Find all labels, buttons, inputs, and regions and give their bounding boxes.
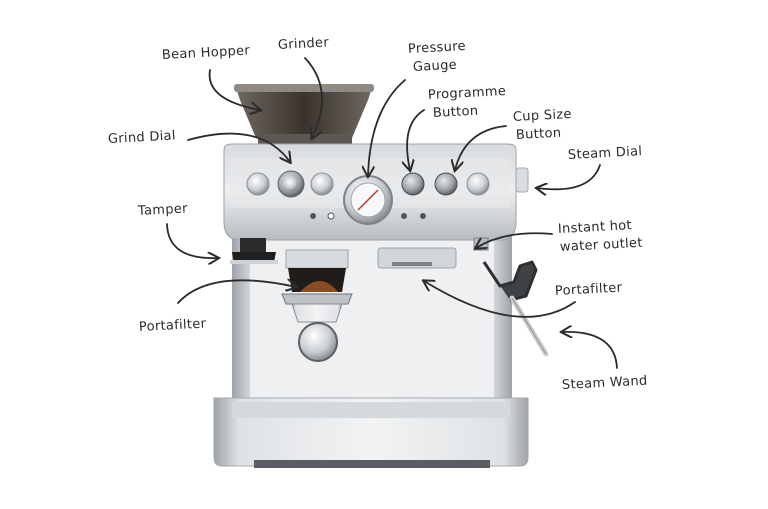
arrow-portafilter-left: [177, 280, 296, 304]
bean-hopper: [234, 84, 374, 146]
label-pressure-gauge-line1: Pressure: [407, 38, 467, 57]
label-grinder: Grinder: [277, 35, 330, 53]
arrow-tamper: [166, 223, 218, 258]
arrow-steam-wand: [562, 332, 618, 369]
label-tamper: Tamper: [137, 201, 189, 219]
arrow-cup-size-button: [455, 125, 507, 170]
label-pressure-gauge-line2: Gauge: [412, 57, 458, 75]
portafilter-left: [281, 249, 353, 362]
label-cup-size-button-line2: Button: [515, 125, 562, 143]
arrow-grind-dial: [187, 132, 290, 162]
arrow-pressure-gauge: [368, 79, 406, 176]
label-programme-button-line2: Button: [432, 103, 479, 121]
tamper: [230, 238, 278, 264]
label-cup-size-button-line1: Cup Size: [512, 106, 573, 125]
portafilter-right: [377, 247, 457, 269]
arrow-portafilter-right: [424, 281, 576, 318]
arrow-programme-button: [407, 109, 425, 170]
arrow-bean-hopper: [208, 69, 260, 110]
arrow-steam-dial: [537, 164, 601, 189]
arrow-grinder: [304, 57, 323, 138]
annotation-arrows: [166, 57, 618, 369]
arrow-hot-water-outlet: [476, 232, 553, 248]
control-knobs: [246, 170, 490, 220]
pressure-gauge: [343, 175, 393, 225]
